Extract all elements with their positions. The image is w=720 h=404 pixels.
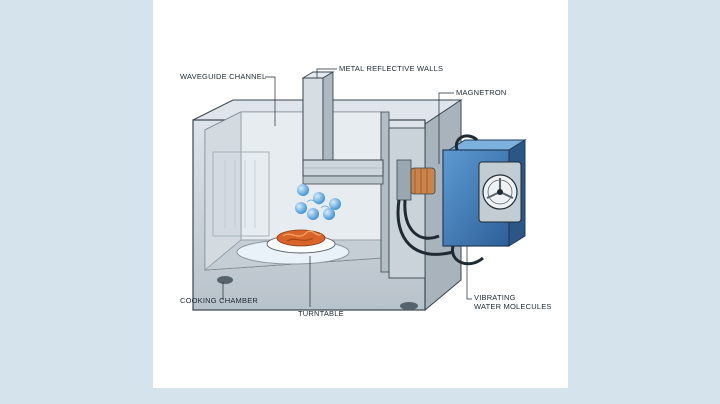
label-magnetron: MAGNETRON <box>456 88 507 97</box>
label-waveguide-channel: WAVEGUIDE CHANNEL <box>180 72 266 81</box>
microwave-illustration <box>153 0 568 388</box>
diagram-canvas: WAVEGUIDE CHANNEL METAL REFLECTIVE WALLS… <box>153 0 568 388</box>
label-metal-reflective-walls: METAL REFLECTIVE WALLS <box>339 64 443 73</box>
metal-reflective-wall-divider <box>381 112 389 272</box>
label-vibrating-line1: VIBRATING <box>474 293 552 302</box>
label-turntable: TURNTABLE <box>298 309 344 318</box>
label-vibrating-line2: WATER MOLECULES <box>474 302 552 311</box>
fan-icon <box>479 162 521 222</box>
label-cooking-chamber: COOKING CHAMBER <box>180 296 258 305</box>
label-vibrating-water-molecules: VIBRATING WATER MOLECULES <box>474 293 552 311</box>
